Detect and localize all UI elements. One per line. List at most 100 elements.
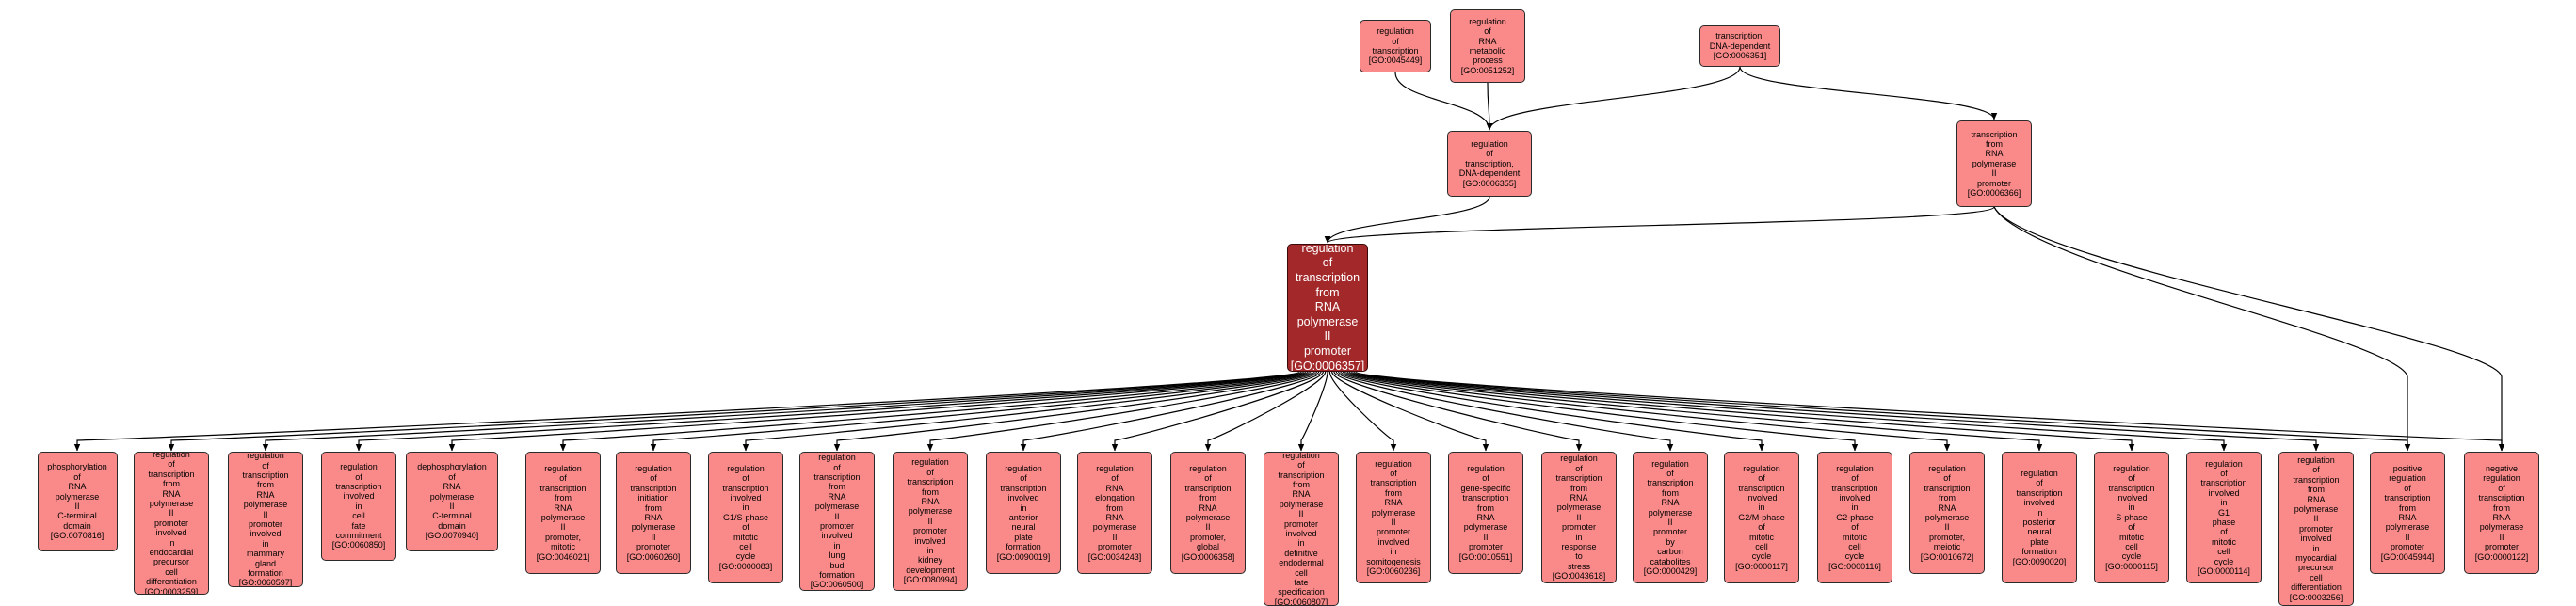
go-term-label-line: of (2036, 478, 2043, 488)
go-term-label-line: promoter (2484, 542, 2519, 552)
go-term-label-line: in (1020, 502, 1027, 513)
go-term-label-line: RNA (1476, 513, 1495, 522)
go-term-label-line: from (1662, 487, 1679, 498)
edge-arrow (1350, 371, 2320, 452)
go-term-label-line: transcription (335, 481, 382, 491)
edge-arrow (1394, 72, 1493, 131)
go-term-id: [GO:0000117] (1735, 561, 1788, 571)
go-term-label-line: II (1324, 329, 1331, 343)
go-term-label-line: RNA (554, 502, 572, 513)
go-term-label-line: mitotic (733, 532, 758, 542)
go-term-label-line: transcription (1370, 478, 1417, 488)
go-term-label-line: RNA (162, 488, 181, 499)
go-term-label-line: bud (829, 560, 845, 570)
go-term-label-line: polymerase (2385, 522, 2430, 533)
go-term-label-line: of (559, 473, 567, 484)
go-term-label-line: RNA (1570, 492, 1588, 502)
edge-arrow (1340, 371, 1859, 452)
go-term-label-line: plate (2030, 536, 2049, 547)
go-term-label-line: transcription (1647, 478, 1694, 488)
edge-arrow (1331, 371, 1489, 452)
go-term-label-line: cell (165, 566, 178, 577)
go-term-label-line: involved (343, 491, 375, 502)
go-term-id: [GO:0006355] (1462, 178, 1517, 188)
go-term-label-line: polymerase (1463, 522, 1508, 533)
go-term-label-line: carbon (1657, 547, 1683, 557)
go-term-label-line: transcription (1971, 129, 2018, 139)
go-term-label-line: regulation (2297, 454, 2335, 465)
go-term-id: [GO:0046021] (536, 551, 590, 562)
go-term-label-line: mammary (247, 549, 284, 559)
go-term-label-line: II (1576, 512, 1582, 522)
go-term-id: [GO:0043618] (1552, 571, 1606, 582)
go-term-label-line: RNA (1292, 489, 1311, 500)
go-term-label-line: involved (155, 528, 187, 538)
go-term-node[interactable]: transcription,DNA-dependent[GO:0006351] (1699, 25, 1780, 67)
edge-arrow (650, 371, 1313, 452)
go-term-label-line: in (2312, 543, 2320, 553)
go-term-label-line: cell (1848, 542, 1861, 552)
go-term-label-line: in (1297, 538, 1305, 549)
go-term-label-line: metabolic (1469, 46, 1506, 56)
go-term-id: [GO:0003256] (2289, 592, 2343, 602)
go-term-label-line: differentiation (2291, 582, 2342, 593)
go-term-label-line: in (1851, 502, 1859, 513)
edge-arrow (1204, 371, 1327, 452)
go-term-label-line: regulation (1836, 463, 1874, 473)
go-term-label-line: regulation (2483, 473, 2520, 484)
go-term-id: [GO:0006358] (1181, 551, 1235, 562)
go-term-id: [GO:0006357] (1290, 359, 1365, 372)
go-term-label-line: of (1020, 473, 1027, 484)
go-term-label-line: II (2405, 532, 2410, 542)
go-term-id: [GO:0003259] (144, 586, 199, 595)
go-term-id: [GO:0045944] (2380, 551, 2435, 562)
edge-arrow (168, 371, 1302, 452)
go-term-label-line: transcription (539, 483, 587, 493)
go-term-label-line: transcription (2384, 493, 2431, 503)
go-term-label-line: endodermal (1279, 558, 1324, 568)
go-term-label-line: promoter (153, 518, 188, 528)
go-term-label-line: RNA (1384, 498, 1403, 508)
go-term-label-line: II (449, 502, 455, 511)
go-term-label-line: of (2312, 465, 2320, 475)
go-term-id: [GO:0006351] (1713, 51, 1767, 61)
go-term-label-line: transcription (1831, 483, 1878, 493)
edge-arrow (1486, 66, 1741, 131)
go-term-label-line: transcription (1462, 493, 1509, 503)
go-term-label-line: of (1484, 26, 1491, 37)
